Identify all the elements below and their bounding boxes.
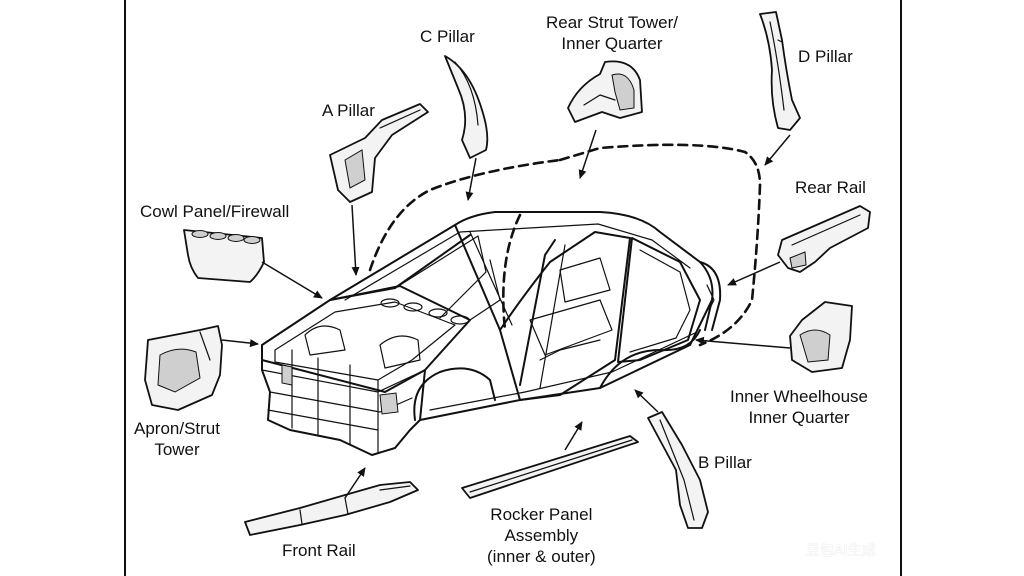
label-rear-rail: Rear Rail — [795, 178, 866, 197]
arrow-b-pillar — [634, 389, 659, 413]
arrow-cowl — [261, 261, 323, 299]
arrow-d-pillar — [764, 134, 791, 166]
label-rocker-panel: Rocker Panel Assembly (inner & outer) — [487, 505, 596, 566]
arrow-front-rail — [344, 467, 366, 499]
arrow-a-pillar — [351, 204, 360, 276]
a-pillar-part — [329, 103, 429, 203]
rocker-panel-part — [461, 435, 639, 499]
label-apron-strut-tower: Apron/Strut Tower — [134, 419, 220, 459]
cowl-panel-part — [183, 229, 265, 283]
label-front-rail: Front Rail — [282, 541, 356, 560]
label-d-pillar: D Pillar — [798, 47, 853, 66]
rear-rail-part — [777, 205, 871, 273]
dashed-line-c-pillar — [368, 158, 562, 272]
arrow-rocker — [564, 421, 583, 451]
dashed-line-roof-rear — [558, 143, 762, 187]
label-cowl-panel: Cowl Panel/Firewall — [140, 202, 290, 221]
arrow-rear-rail — [727, 261, 781, 286]
arrow-rear-strut — [578, 129, 597, 179]
callout-arrows — [221, 129, 791, 499]
apron-strut-tower-part — [144, 325, 223, 411]
d-pillar-part — [759, 11, 801, 131]
car-body-shell — [329, 211, 722, 421]
label-rear-strut-tower: Rear Strut Tower/ Inner Quarter — [546, 13, 678, 53]
rear-strut-tower-part — [567, 60, 643, 123]
c-pillar-part — [444, 55, 489, 159]
right-frame-line — [900, 0, 902, 576]
label-c-pillar: C Pillar — [420, 27, 475, 46]
arrow-c-pillar — [465, 157, 477, 201]
left-frame-line — [124, 0, 126, 576]
label-a-pillar: A Pillar — [322, 101, 375, 120]
b-pillar-part — [647, 411, 709, 529]
watermark: 豆包AI生成 — [806, 543, 876, 559]
dashed-line-a-pillar-drop — [502, 213, 522, 332]
front-rail-part — [244, 481, 419, 536]
arrow-wheelhouse — [695, 336, 791, 349]
arrow-apron — [221, 339, 259, 348]
label-inner-wheelhouse: Inner Wheelhouse Inner Quarter — [730, 387, 868, 427]
dashed-line-rear-quarter — [698, 183, 762, 347]
inner-wheelhouse-part — [789, 301, 853, 373]
label-b-pillar: B Pillar — [698, 453, 752, 472]
engine-bay — [261, 285, 471, 456]
